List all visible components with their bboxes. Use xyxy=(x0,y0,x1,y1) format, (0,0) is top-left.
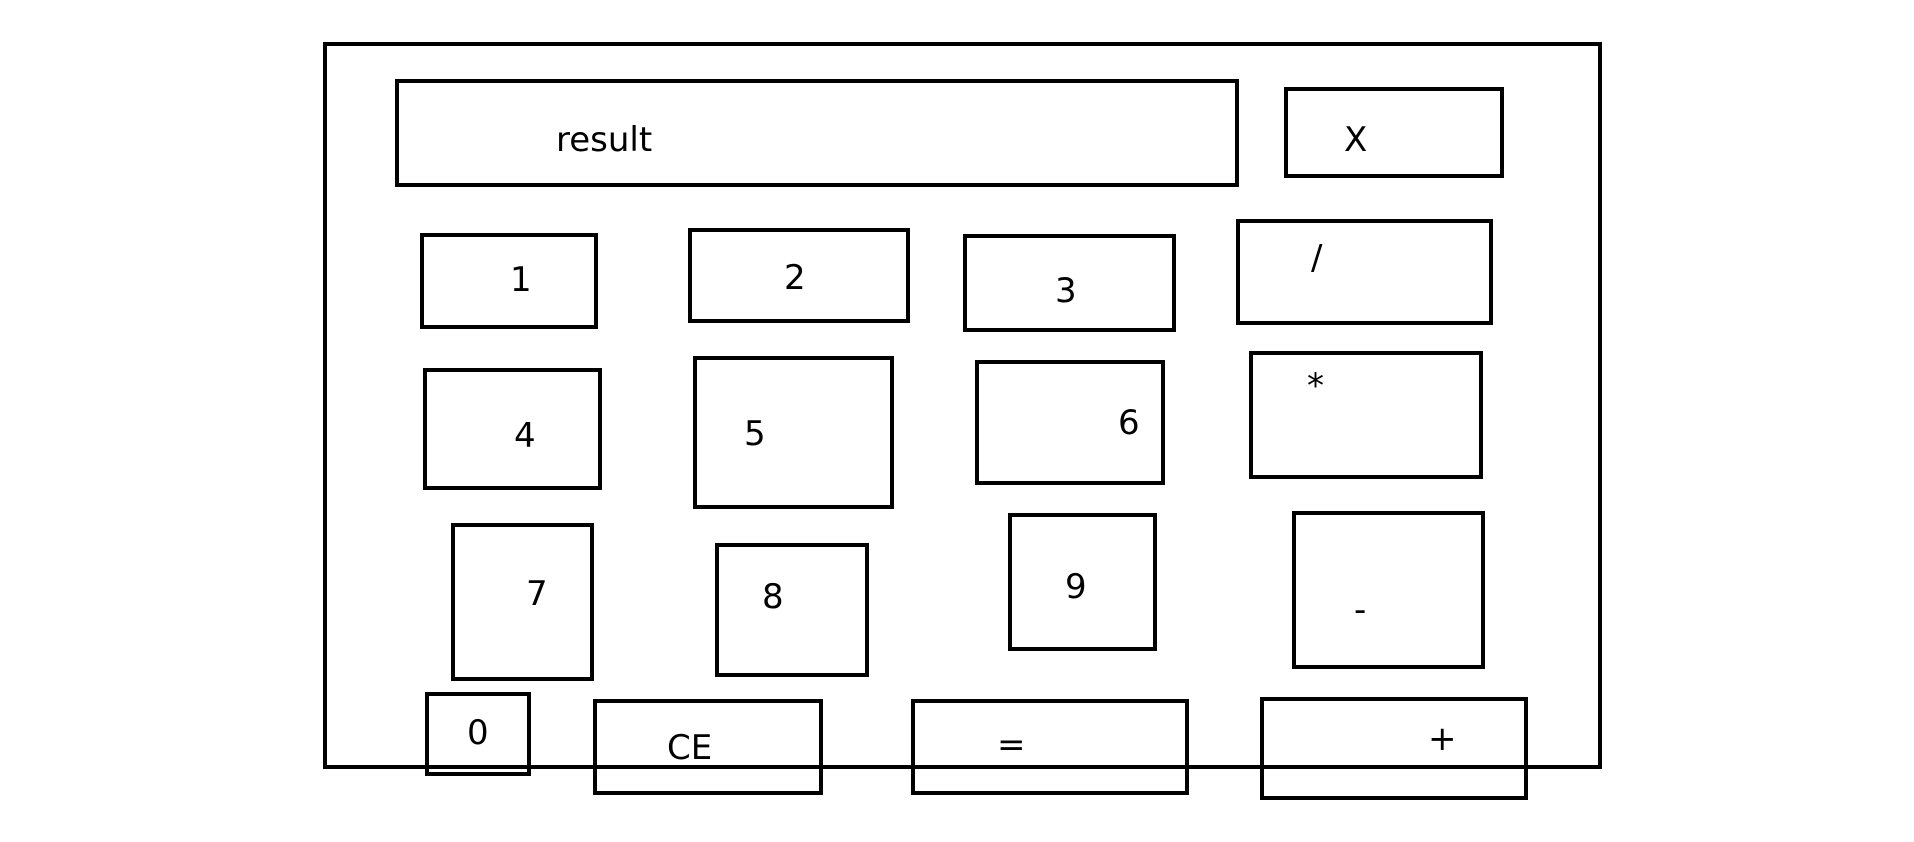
key-3-label: 3 xyxy=(1055,271,1077,311)
close-label: X xyxy=(1344,120,1368,160)
key-6-label: 6 xyxy=(1118,403,1140,443)
add-label: + xyxy=(1428,719,1457,759)
key-0-label: 0 xyxy=(467,713,489,753)
key-8-button[interactable] xyxy=(715,543,869,677)
multiply-button[interactable] xyxy=(1249,351,1483,479)
result-label: result xyxy=(556,120,653,160)
key-2-label: 2 xyxy=(784,258,806,298)
key-8-label: 8 xyxy=(762,577,784,617)
key-1-label: 1 xyxy=(510,260,532,300)
clear-button[interactable] xyxy=(593,699,823,795)
clear-label: CE xyxy=(667,728,713,768)
key-5-button[interactable] xyxy=(693,356,894,509)
close-button[interactable] xyxy=(1284,87,1504,178)
subtract-label: - xyxy=(1354,590,1367,630)
multiply-label: * xyxy=(1307,366,1324,406)
divide-button[interactable] xyxy=(1236,219,1493,325)
subtract-button[interactable] xyxy=(1292,511,1485,669)
add-button[interactable] xyxy=(1260,697,1528,800)
key-2-button[interactable] xyxy=(688,228,910,323)
key-4-label: 4 xyxy=(514,416,536,456)
key-5-label: 5 xyxy=(744,414,766,454)
key-9-button[interactable] xyxy=(1008,513,1157,651)
key-9-label: 9 xyxy=(1065,567,1087,607)
key-7-label: 7 xyxy=(526,574,548,614)
key-1-button[interactable] xyxy=(420,233,598,329)
key-0-button[interactable] xyxy=(425,692,531,776)
result-display xyxy=(395,79,1239,187)
key-3-button[interactable] xyxy=(963,234,1176,332)
key-6-button[interactable] xyxy=(975,360,1165,485)
key-4-button[interactable] xyxy=(423,368,602,490)
calculator-frame xyxy=(323,42,1602,769)
key-7-button[interactable] xyxy=(451,523,594,681)
divide-label: / xyxy=(1311,238,1323,278)
equals-label: = xyxy=(997,725,1026,765)
equals-button[interactable] xyxy=(911,699,1189,795)
